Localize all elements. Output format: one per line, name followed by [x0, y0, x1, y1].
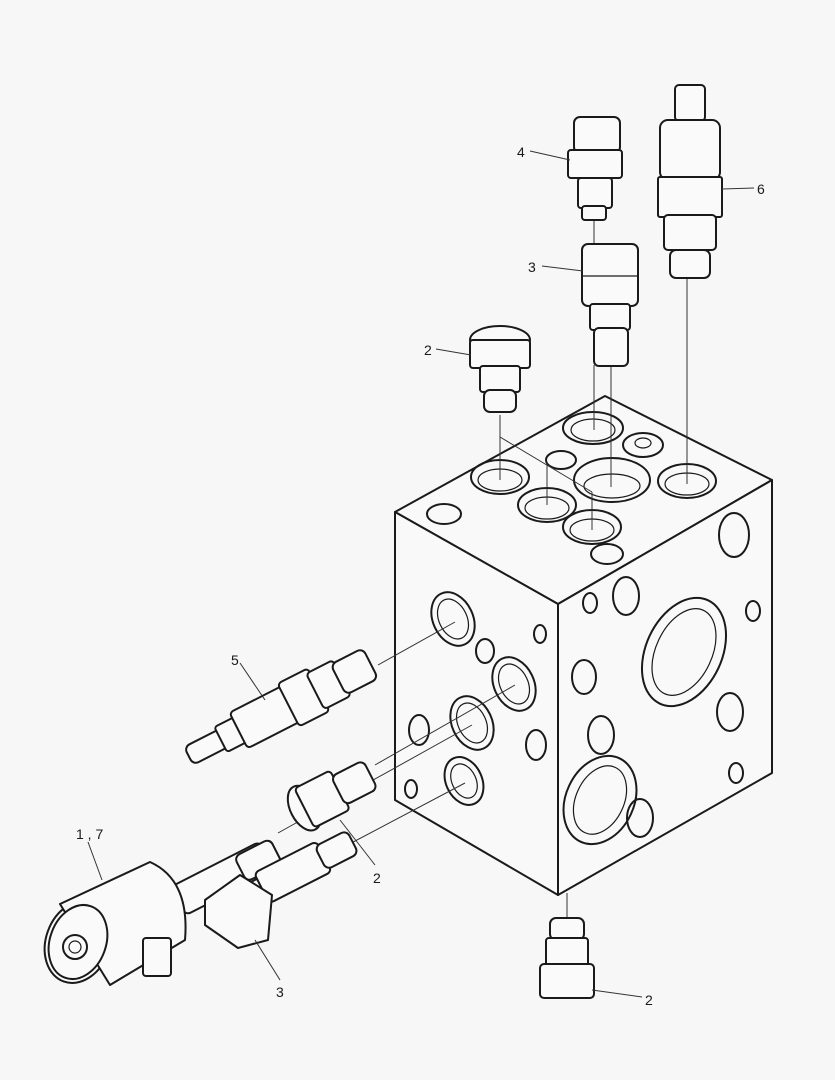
- valve-block: [394, 395, 773, 896]
- callout-4: 4: [517, 144, 525, 160]
- leader-lines: [87, 150, 755, 998]
- callout-3-bottom: 3: [276, 984, 284, 1000]
- callout-5: 5: [231, 652, 239, 668]
- part-2-bottom-cartridge: [539, 917, 595, 999]
- callout-2-top: 2: [424, 342, 432, 358]
- part-2-top-cartridge: [469, 325, 531, 413]
- callout-3-top: 3: [528, 259, 536, 275]
- part-3-bottom-cartridge: [204, 831, 358, 949]
- part-4-cartridge: [567, 116, 623, 221]
- callout-6: 6: [757, 181, 765, 197]
- part-3-top-cartridge: [581, 243, 639, 367]
- part-1-7-solenoid-valve: [43, 839, 282, 986]
- callout-1-7: 1 , 7: [76, 826, 104, 842]
- part-2-mid-cartridge: [286, 761, 377, 832]
- part-6-cartridge: [657, 84, 723, 279]
- assembly-lines: [277, 220, 688, 920]
- callout-2-mid: 2: [373, 870, 381, 886]
- part-5-cartridge: [185, 649, 378, 764]
- callout-2-bottom: 2: [645, 992, 653, 1008]
